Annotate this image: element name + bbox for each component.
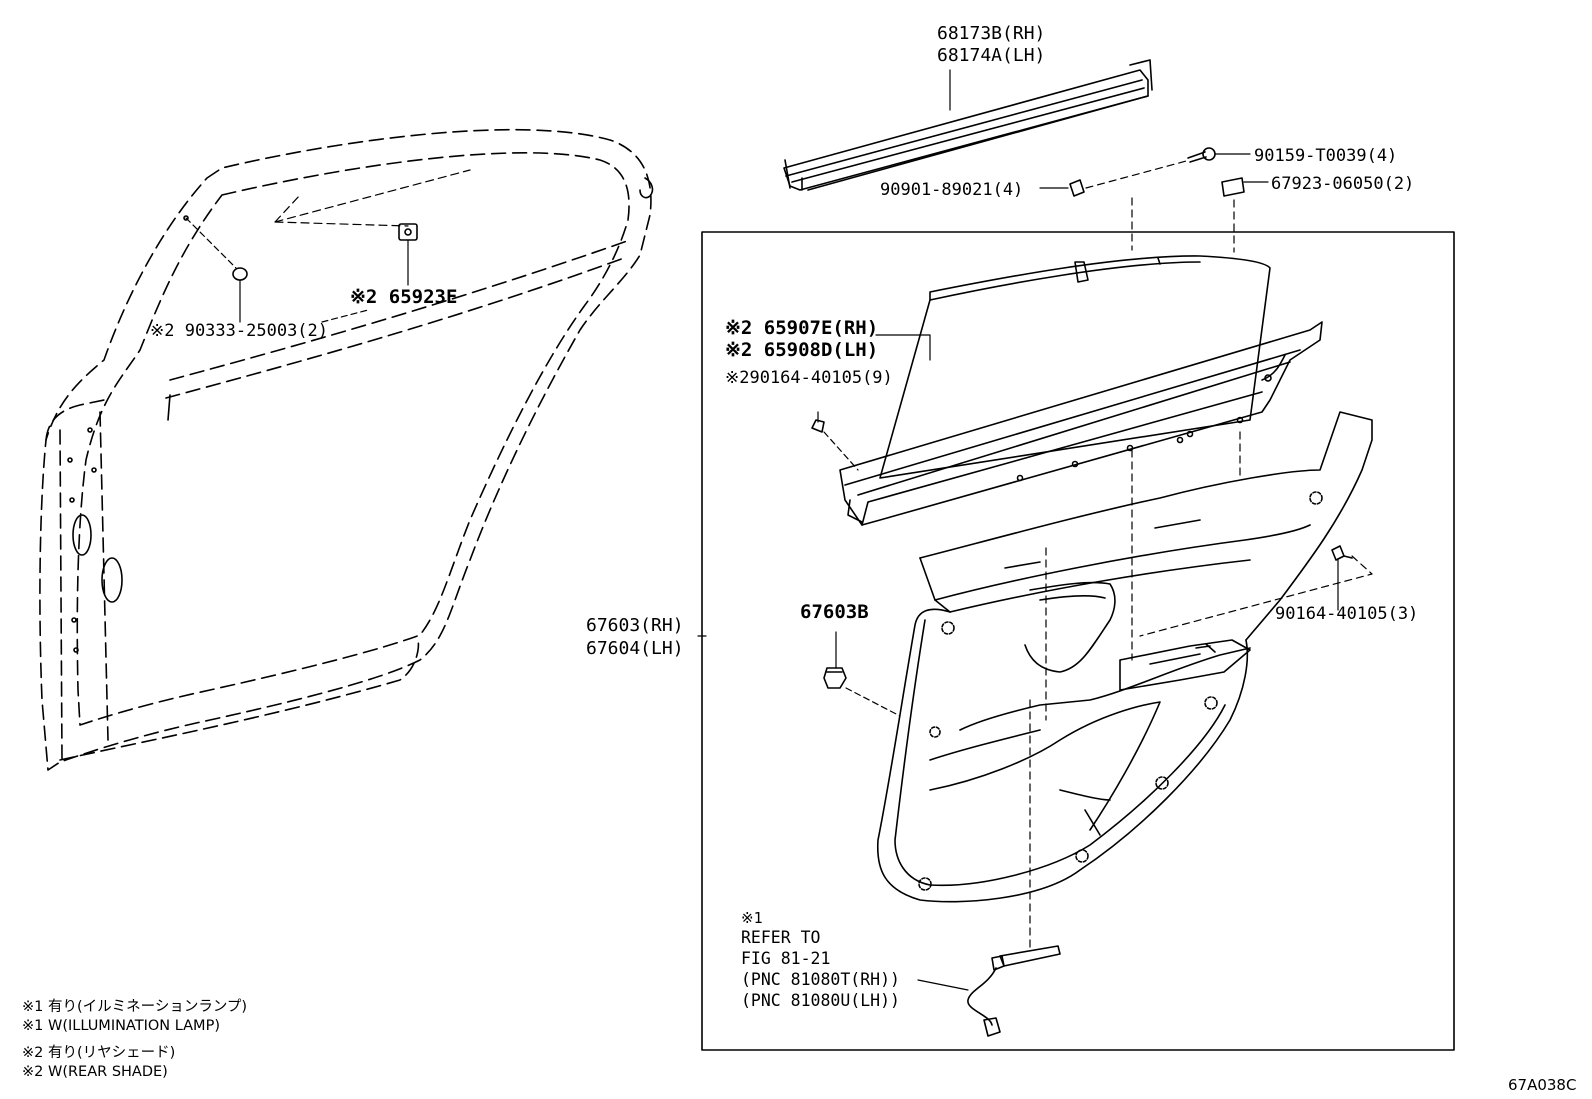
- refer-line-2: FIG 81-21: [741, 949, 831, 968]
- label-leaders: [697, 334, 931, 637]
- label-67603: 67603(RH): [586, 615, 684, 636]
- screw-90159: [1187, 147, 1251, 163]
- shade-rail: [839, 321, 1323, 526]
- rear-door-frame: [39, 128, 652, 771]
- assembly-frame: [701, 231, 1455, 1051]
- label-90333: ※2 90333-25003(2): [150, 321, 329, 341]
- illumination-lamp-81080: [917, 945, 1061, 1037]
- grommet-90333: [232, 267, 248, 281]
- clip-67603b: [823, 631, 901, 717]
- refer-mark: ※1: [741, 909, 763, 927]
- refer-line-1: REFER TO: [741, 928, 821, 947]
- note-2-jp: ※2 有り(リヤシェード): [22, 1045, 176, 1061]
- refer-line-3: (PNC 81080T(RH)): [741, 970, 900, 989]
- screw-90164-9: [811, 411, 859, 471]
- fastener-dash-leaders: [1085, 159, 1235, 253]
- label-65908d: ※2 65908D(LH): [725, 339, 879, 361]
- label-65923e: ※2 65923E: [350, 286, 458, 308]
- label-67604: 67604(LH): [586, 638, 684, 659]
- figure-code: 67A038C: [1508, 1076, 1577, 1094]
- alignment-lines: [1029, 431, 1241, 949]
- label-67923: 67923-06050(2): [1271, 174, 1415, 194]
- weatherstrip-68173b: [783, 59, 1153, 191]
- clip-67923: [1221, 177, 1269, 197]
- label-65907e: ※2 65907E(RH): [725, 317, 879, 339]
- note-1-jp: ※1 有り(イルミネーションランプ): [22, 999, 248, 1015]
- label-67603b: 67603B: [800, 601, 869, 623]
- clip-90901: [1039, 179, 1085, 197]
- door-trim-panel-67603: [876, 411, 1373, 903]
- label-90901: 90901-89021(4): [880, 180, 1024, 200]
- note-1-en: ※1 W(ILLUMINATION LAMP): [22, 1018, 220, 1034]
- label-90164-3: 90164-40105(3): [1275, 604, 1419, 624]
- screw-90164-3: [1139, 545, 1373, 637]
- label-68173b: 68173B(RH): [937, 23, 1046, 44]
- refer-line-4: (PNC 81080U(LH)): [741, 991, 900, 1010]
- label-90164-9: ※290164-40105(9): [725, 368, 893, 388]
- door-frame-details: [67, 177, 654, 653]
- left-leaders: [185, 169, 471, 323]
- note-2-en: ※2 W(REAR SHADE): [22, 1064, 168, 1080]
- rear-shade-65907e: [879, 255, 1271, 479]
- label-68174a: 68174A(LH): [937, 45, 1046, 66]
- label-90159: 90159-T0039(4): [1254, 146, 1398, 166]
